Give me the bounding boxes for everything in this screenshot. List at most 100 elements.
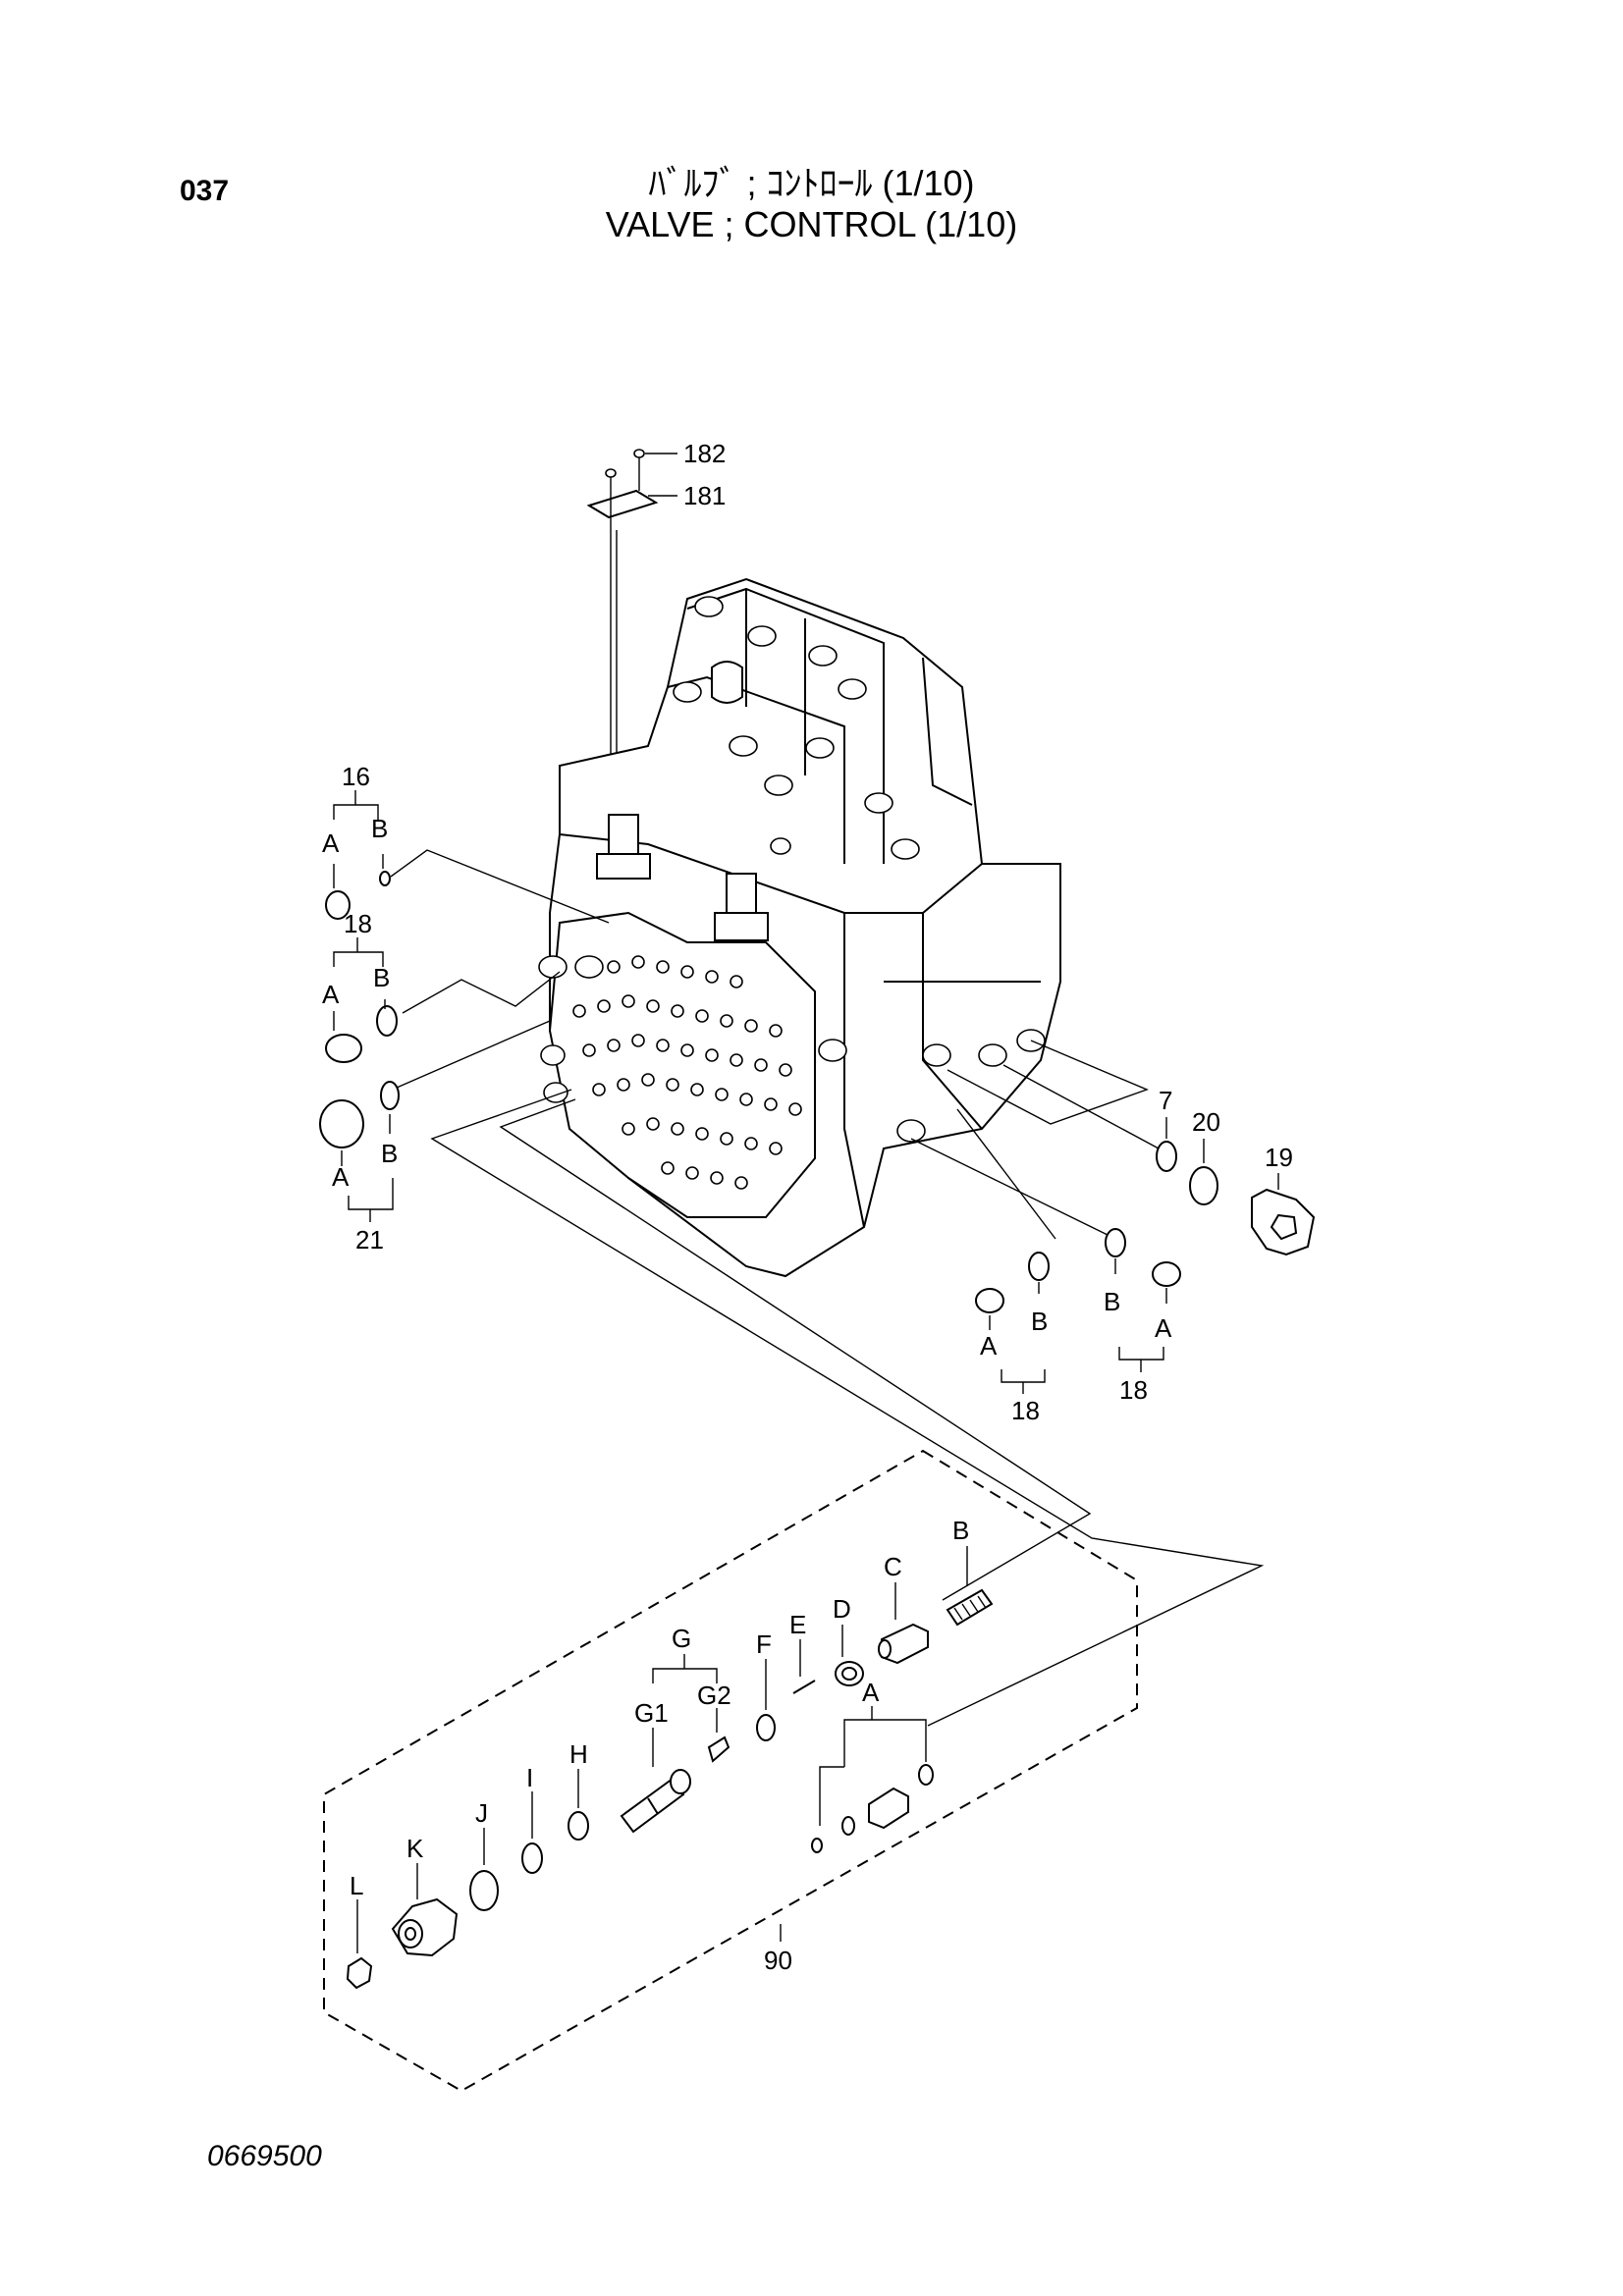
right-plug-parts bbox=[910, 1040, 1316, 1394]
callout-181: 181 bbox=[683, 481, 726, 510]
letter-i: I bbox=[526, 1763, 533, 1792]
o-ring bbox=[1105, 1228, 1126, 1257]
letter-a: A bbox=[1155, 1313, 1172, 1343]
bracket bbox=[843, 1719, 927, 1767]
letter-h: H bbox=[569, 1739, 588, 1769]
plug bbox=[975, 1288, 1004, 1313]
plug-k bbox=[391, 1897, 459, 1957]
letter-b: B bbox=[1031, 1307, 1048, 1336]
callout-21: 21 bbox=[355, 1225, 384, 1255]
ring-j bbox=[469, 1870, 499, 1911]
callout-182: 182 bbox=[683, 439, 726, 468]
port-hole bbox=[729, 735, 758, 757]
side-port bbox=[818, 1039, 847, 1062]
letter-g: G bbox=[672, 1624, 691, 1653]
letter-f: F bbox=[756, 1629, 772, 1659]
port-hole bbox=[673, 681, 702, 703]
housing-edge bbox=[843, 913, 865, 1228]
sleeve-d bbox=[835, 1661, 864, 1686]
hex-socket bbox=[1270, 1213, 1298, 1241]
leader-line bbox=[956, 1108, 1056, 1240]
poppet-c bbox=[878, 1623, 929, 1665]
leader-line bbox=[396, 1020, 551, 1089]
valve-cap bbox=[711, 661, 743, 704]
ring-h bbox=[568, 1811, 589, 1841]
side-port bbox=[574, 955, 604, 979]
plug bbox=[325, 1034, 362, 1063]
port-hole bbox=[747, 625, 777, 647]
plug-19 bbox=[1251, 1188, 1316, 1256]
leader-line bbox=[499, 1098, 1092, 1601]
letter-g2: G2 bbox=[697, 1681, 731, 1710]
letter-b: B bbox=[381, 1139, 398, 1168]
port-hole bbox=[805, 737, 835, 759]
title-japanese: ﾊﾞﾙﾌﾞ ; ｺﾝﾄﾛｰﾙ (1/10) bbox=[648, 163, 975, 203]
port-hole bbox=[770, 837, 791, 855]
letter-a: A bbox=[332, 1162, 350, 1192]
assembly-90-parts bbox=[346, 1546, 994, 1990]
side-port bbox=[538, 955, 568, 979]
side-port bbox=[540, 1044, 566, 1066]
port-hole bbox=[764, 774, 793, 796]
letter-e: E bbox=[789, 1610, 806, 1639]
page-number: 037 bbox=[180, 175, 230, 207]
callout-20: 20 bbox=[1192, 1107, 1220, 1137]
letter-b: B bbox=[373, 963, 390, 992]
name-plate bbox=[586, 489, 659, 519]
letter-a: A bbox=[322, 980, 340, 1009]
bracket bbox=[1118, 1347, 1164, 1361]
callout-90: 90 bbox=[764, 1946, 792, 1975]
name-plate-assembly bbox=[586, 449, 677, 775]
leader-line bbox=[1002, 1064, 1160, 1149]
o-ring bbox=[380, 1081, 400, 1110]
letter-b: B bbox=[1104, 1287, 1120, 1316]
o-ring bbox=[376, 1005, 398, 1037]
callout-19: 19 bbox=[1265, 1143, 1293, 1172]
plate-rivet bbox=[633, 449, 645, 458]
letter-c: C bbox=[884, 1552, 902, 1581]
spring-b bbox=[946, 1588, 994, 1627]
plug bbox=[325, 890, 351, 920]
leader-line bbox=[910, 1138, 1109, 1236]
ring bbox=[841, 1816, 855, 1836]
side-port bbox=[978, 1043, 1007, 1067]
o-ring bbox=[918, 1764, 934, 1786]
assembly-90-boundary bbox=[323, 1449, 1138, 2093]
o-ring-7 bbox=[1156, 1141, 1177, 1172]
o-ring-20 bbox=[1189, 1166, 1218, 1205]
letter-a: A bbox=[862, 1678, 880, 1707]
title-english: VALVE ; CONTROL (1/10) bbox=[605, 204, 1018, 244]
leader-line bbox=[390, 849, 610, 924]
left-plug-parts bbox=[319, 790, 610, 1222]
housing-edge bbox=[922, 657, 973, 806]
ring-i bbox=[521, 1842, 543, 1874]
bracket bbox=[348, 1178, 394, 1210]
side-port bbox=[896, 1119, 926, 1143]
control-valve-body bbox=[538, 577, 1061, 1278]
callout-18: 18 bbox=[1119, 1375, 1148, 1405]
letter-a: A bbox=[980, 1331, 998, 1361]
plate-rivet bbox=[605, 468, 617, 478]
letter-b: B bbox=[371, 814, 388, 843]
callout-18: 18 bbox=[1011, 1396, 1040, 1425]
leader-line bbox=[430, 1089, 1265, 1727]
relief-valve-stem bbox=[726, 873, 757, 914]
port-hole bbox=[891, 838, 920, 860]
port-hole bbox=[808, 645, 838, 667]
bracket bbox=[333, 951, 384, 967]
relief-valve-nut bbox=[596, 853, 651, 880]
plug bbox=[1152, 1261, 1181, 1287]
letter-a: A bbox=[322, 828, 340, 858]
leader-line bbox=[947, 1040, 1149, 1125]
bracket bbox=[1001, 1369, 1046, 1383]
letter-d: D bbox=[833, 1594, 851, 1624]
plug bbox=[319, 1099, 364, 1148]
port-plate-holes bbox=[572, 955, 802, 1190]
letter-k: K bbox=[406, 1834, 424, 1863]
housing-edge bbox=[922, 913, 983, 1130]
nut-l bbox=[346, 1956, 373, 1990]
letter-l: L bbox=[350, 1871, 363, 1900]
o-ring bbox=[1028, 1252, 1050, 1281]
callout-7: 7 bbox=[1159, 1086, 1172, 1115]
